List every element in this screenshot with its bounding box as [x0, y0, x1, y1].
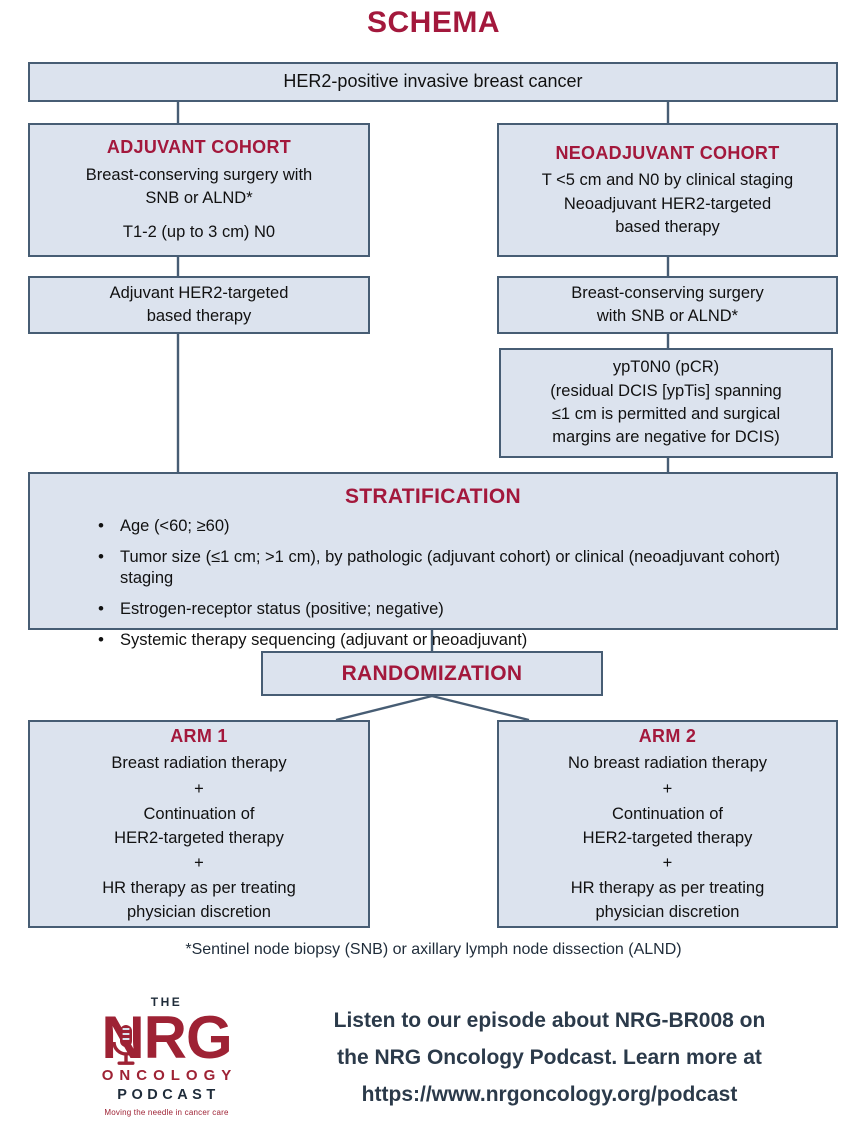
neoadjuvant-cohort-heading: NEOADJUVANT COHORT	[555, 142, 780, 163]
arm-2-plus-1: +	[662, 779, 673, 798]
node-arm-2: ARM 2 No breast radiation therapy + Cont…	[497, 720, 838, 928]
footnote: *Sentinel node biopsy (SNB) or axillary …	[185, 941, 682, 958]
arm-1-line2: Continuation of	[143, 805, 255, 824]
node-neoadjuvant-cohort: NEOADJUVANT COHORT T <5 cm and N0 by cli…	[497, 123, 838, 257]
arm-2-line5: physician discretion	[595, 902, 740, 921]
stratification-heading: STRATIFICATION	[344, 485, 522, 508]
microphone-icon	[109, 1022, 143, 1073]
arm-1-plus-1: +	[194, 779, 204, 798]
nrg-podcast-logo: THE NRG ONCOLOGY PODCAST Movi	[58, 995, 276, 1117]
promo-line-1: Listen to our episode about NRG-BR008 on	[333, 1009, 766, 1032]
pcr-line2: (residual DCIS [ypTis] spanning	[550, 381, 782, 400]
stratification-list: Age (<60; ≥60) Tumor size (≤1 cm; >1 cm)…	[42, 515, 824, 661]
node-eligible-population: HER2-positive invasive breast cancer	[28, 62, 838, 102]
podcast-promo: THE NRG ONCOLOGY PODCAST Movi	[0, 993, 867, 1131]
node-randomization: RANDOMIZATION	[261, 651, 603, 696]
logo-the-text: THE	[150, 995, 183, 1009]
podcast-promo-text: Listen to our episode about NRG-BR008 on…	[290, 1003, 810, 1113]
logo-nrg-row: NRG	[101, 1007, 232, 1069]
promo-url[interactable]: https://www.nrgoncology.org/podcast	[361, 1082, 738, 1106]
neoadjuvant-cohort-line2: Neoadjuvant HER2-targeted	[563, 194, 772, 213]
adjuvant-cohort-heading: ADJUVANT COHORT	[106, 137, 292, 158]
neoadjuvant-surgery-line2: with SNB or ALND*	[596, 307, 739, 325]
arm-2-plus-2: +	[662, 853, 673, 872]
arm-1-line1: Breast radiation therapy	[111, 754, 287, 773]
arm-2-line1: No breast radiation therapy	[567, 754, 768, 773]
list-item: Age (<60; ≥60)	[98, 515, 810, 538]
list-item: Estrogen-receptor status (positive; nega…	[98, 598, 810, 621]
node-adjuvant-cohort: ADJUVANT COHORT Breast-conserving surger…	[28, 123, 370, 257]
arm-1-heading: ARM 1	[170, 725, 228, 746]
neoadjuvant-cohort-line3: based therapy	[615, 217, 720, 236]
arm-1-line3: HER2-targeted therapy	[114, 828, 284, 847]
arm-2-line3: HER2-targeted therapy	[582, 828, 753, 847]
list-item: Tumor size (≤1 cm; >1 cm), by pathologic…	[98, 546, 810, 591]
promo-line-2: the NRG Oncology Podcast. Learn more at	[337, 1045, 762, 1069]
adjuvant-therapy-line1: Adjuvant HER2-targeted	[109, 283, 289, 302]
node-adjuvant-therapy: Adjuvant HER2-targeted based therapy	[28, 276, 370, 334]
pcr-line1: ypT0N0 (pCR)	[612, 358, 720, 377]
adjuvant-cohort-stage: T1-2 (up to 3 cm) N0	[123, 221, 275, 244]
page-title: SCHEMA	[366, 6, 500, 39]
adjuvant-therapy-line2: based therapy	[146, 307, 252, 325]
adjuvant-cohort-surgery-line1: Breast-conserving surgery with	[85, 165, 313, 184]
arm-2-line2: Continuation of	[612, 805, 723, 824]
neoadjuvant-cohort-line1: T <5 cm and N0 by clinical staging	[541, 171, 794, 190]
randomization-heading: RANDOMIZATION	[341, 661, 523, 685]
node-pcr-criteria: ypT0N0 (pCR) (residual DCIS [ypTis] span…	[499, 348, 833, 458]
adjuvant-cohort-stage-line: T1-2 (up to 3 cm) N0	[122, 223, 276, 242]
logo-podcast-text: PODCAST	[117, 1087, 220, 1103]
node-eligible-population-text: HER2-positive invasive breast cancer	[283, 71, 583, 92]
arm-2-line4: HR therapy as per treating	[570, 879, 765, 898]
list-item: Systemic therapy sequencing (adjuvant or…	[98, 629, 810, 652]
arm-1-line5: physician discretion	[127, 902, 271, 921]
neoadjuvant-surgery-line1: Breast-conserving surgery	[571, 283, 764, 302]
node-neoadjuvant-surgery: Breast-conserving surgery with SNB or AL…	[497, 276, 838, 334]
node-stratification: STRATIFICATION Age (<60; ≥60) Tumor size…	[28, 472, 838, 651]
arm-1-plus-2: +	[194, 853, 204, 872]
node-arm-1: ARM 1 Breast radiation therapy + Continu…	[28, 720, 370, 928]
pcr-line3: ≤1 cm is permitted and surgical	[551, 405, 781, 423]
arm-1-line4: HR therapy as per treating	[102, 879, 296, 898]
logo-oncology-text: ONCOLOGY	[101, 1067, 238, 1084]
adjuvant-cohort-surgery: Breast-conserving surgery with SNB or AL…	[86, 164, 313, 211]
pcr-line4: margins are negative for DCIS)	[552, 428, 780, 447]
logo-tagline: Moving the needle in cancer care	[104, 1108, 229, 1117]
arm-2-heading: ARM 2	[638, 725, 697, 746]
adjuvant-cohort-surgery-line2: SNB or ALND*	[145, 189, 253, 208]
